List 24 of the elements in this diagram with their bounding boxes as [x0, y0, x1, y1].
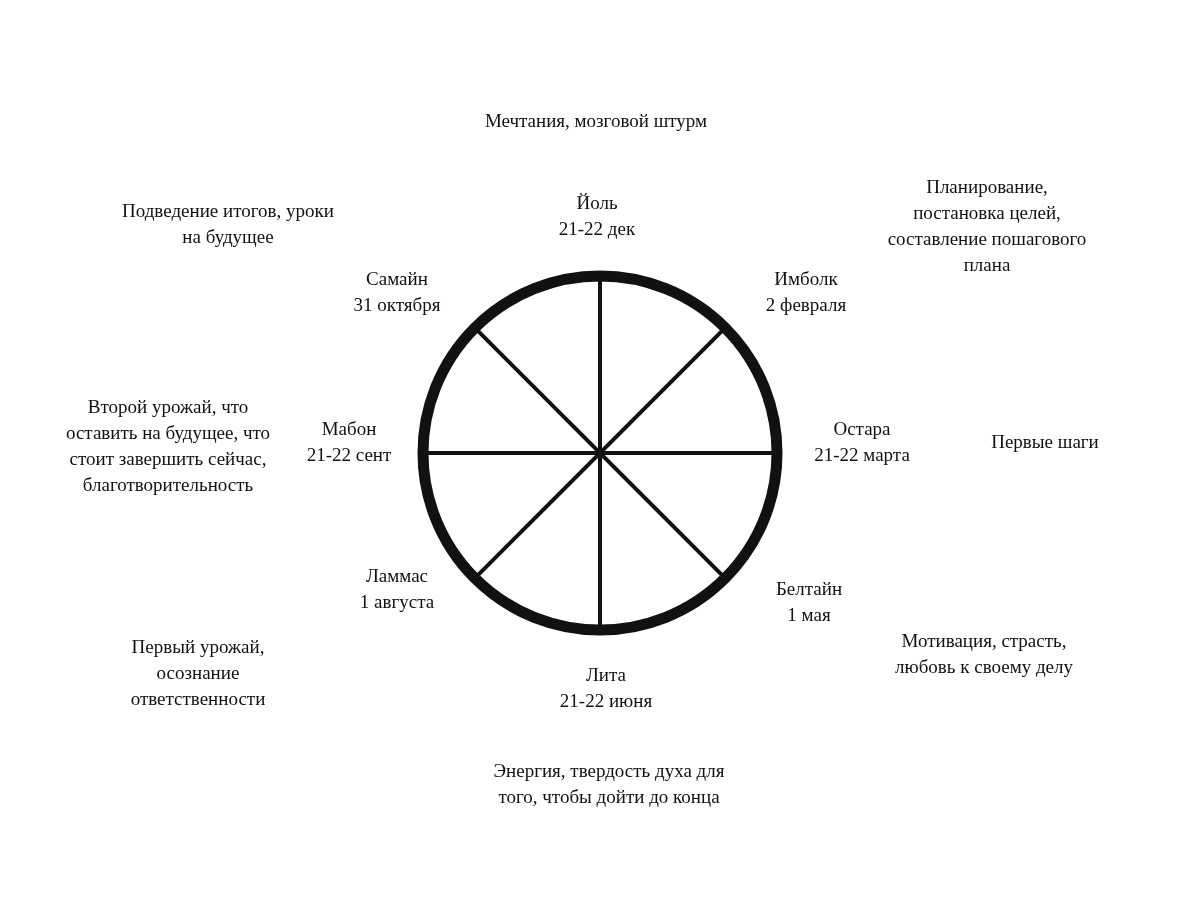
holiday-date: 2 февраля — [765, 294, 847, 315]
holiday-name: Мабон — [321, 418, 377, 439]
holiday-date: 31 октября — [353, 294, 441, 315]
holiday-name: Йоль — [576, 192, 618, 213]
holiday-date: 1 августа — [359, 591, 435, 612]
holiday-name: Остара — [833, 418, 891, 439]
note: Энергия, твердость духа для того, чтобы дойти до конца — [493, 760, 725, 807]
note: Второй урожай, что оставить на будущее, что стоит завершить сейчас, благотворительность — [65, 396, 271, 495]
holiday-name: Лита — [586, 664, 626, 685]
holiday-name: Белтайн — [775, 578, 843, 599]
holiday-name: Имболк — [774, 268, 838, 289]
note: Мотивация, страсть, любовь к своему делу — [895, 630, 1073, 677]
holiday-date: 21-22 сент — [306, 444, 392, 465]
holiday-name: Ламмас — [365, 565, 429, 586]
holiday-name: Самайн — [366, 268, 428, 289]
note: Подведение итогов, уроки на будущее — [122, 200, 334, 247]
holiday-date: 21-22 дек — [558, 218, 636, 239]
note: Планирование, постановка целей, составление пошагового плана — [887, 176, 1087, 275]
note: Первый урожай, осознание ответственности — [130, 636, 266, 709]
note: Первые шаги — [991, 431, 1099, 452]
note: Мечтания, мозговой штурм — [484, 110, 708, 131]
holiday-date: 21-22 июня — [559, 690, 653, 711]
holiday-date: 1 мая — [787, 604, 831, 625]
holiday-date: 21-22 марта — [814, 444, 910, 465]
